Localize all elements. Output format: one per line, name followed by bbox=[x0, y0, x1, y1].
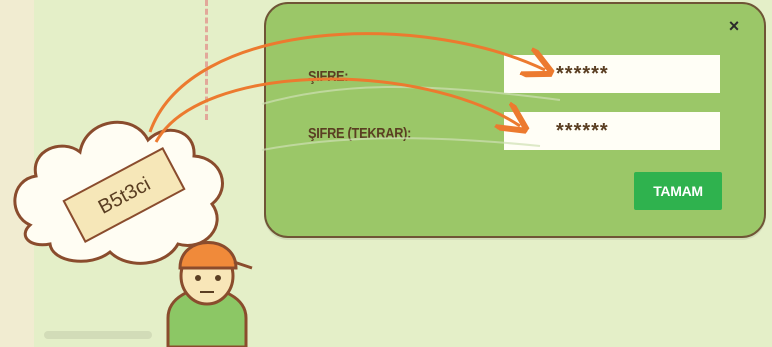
paper-note: B5t3ci bbox=[62, 147, 186, 243]
left-strip bbox=[0, 0, 34, 347]
helmet-brim bbox=[233, 260, 253, 270]
paper-note-shape bbox=[62, 147, 186, 243]
bottom-bar bbox=[44, 331, 152, 339]
worker-eye-right bbox=[215, 275, 221, 281]
close-icon[interactable]: × bbox=[728, 16, 740, 36]
arrow-icon bbox=[154, 77, 520, 143]
worker-icon bbox=[166, 241, 253, 347]
worker-eye-left bbox=[195, 275, 201, 281]
faint-curve bbox=[261, 137, 541, 151]
arrow-icon bbox=[148, 32, 545, 133]
faint-curve bbox=[261, 86, 561, 105]
dashed-divider bbox=[205, 0, 208, 120]
password-repeat-input[interactable]: ****** bbox=[504, 112, 720, 150]
ok-button[interactable]: TAMAM bbox=[634, 172, 722, 210]
password-label: ŞIFRE: bbox=[308, 68, 349, 85]
